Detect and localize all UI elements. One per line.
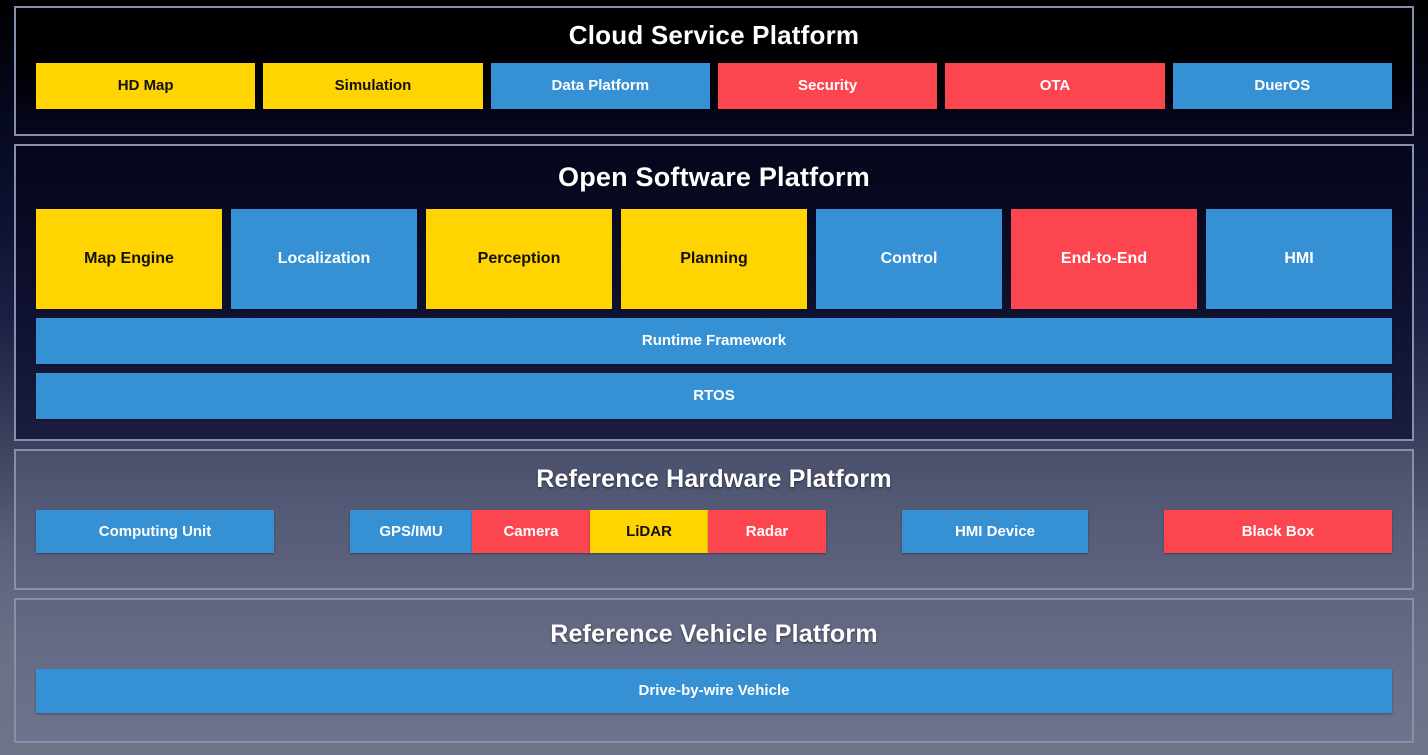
block-hmi-device[interactable]: HMI Device [902, 510, 1088, 553]
cloud-block-row: HD Map Simulation Data Platform Security… [16, 63, 1412, 109]
layer-title-open-software-platform: Open Software Platform [558, 162, 870, 192]
layer-reference-hardware-platform: Reference Hardware Platform Computing Un… [14, 449, 1414, 590]
block-hd-map[interactable]: HD Map [36, 63, 256, 109]
block-lidar[interactable]: LiDAR [590, 510, 708, 553]
layer-title-cloud-service-platform: Cloud Service Platform [568, 20, 860, 50]
bar-runtime-framework[interactable]: Runtime Framework [36, 318, 1392, 364]
block-security[interactable]: Security [717, 63, 938, 109]
layer-reference-vehicle-platform: Reference Vehicle Platform Drive-by-wire… [14, 598, 1414, 743]
block-ota[interactable]: OTA [945, 63, 1165, 109]
layer-title-reference-hardware-platform: Reference Hardware Platform [536, 465, 892, 493]
block-planning[interactable]: Planning [621, 209, 807, 309]
layer-open-software-platform: Open Software Platform Map Engine Locali… [14, 144, 1414, 441]
block-computing-unit[interactable]: Computing Unit [36, 510, 274, 553]
block-map-engine[interactable]: Map Engine [36, 209, 222, 309]
hardware-block-row: Computing Unit GPS/IMU Camera LiDAR Rada… [16, 510, 1412, 553]
block-gps-imu[interactable]: GPS/IMU [350, 510, 472, 553]
block-black-box[interactable]: Black Box [1164, 510, 1392, 553]
software-module-row: Map Engine Localization Perception Plann… [16, 209, 1412, 309]
block-radar[interactable]: Radar [708, 510, 826, 553]
block-camera[interactable]: Camera [472, 510, 590, 553]
block-data-platform[interactable]: Data Platform [490, 63, 710, 109]
layer-cloud-service-platform: Cloud Service Platform HD Map Simulation… [14, 6, 1414, 136]
block-localization[interactable]: Localization [231, 209, 417, 309]
layer-title-reference-vehicle-platform: Reference Vehicle Platform [550, 620, 878, 648]
block-end-to-end[interactable]: End-to-End [1011, 209, 1197, 309]
block-simulation[interactable]: Simulation [263, 63, 483, 109]
block-control[interactable]: Control [816, 209, 1002, 309]
block-dueros[interactable]: DuerOS [1172, 63, 1392, 109]
sensor-suite-group: GPS/IMU Camera LiDAR Radar [350, 510, 826, 553]
bar-rtos[interactable]: RTOS [36, 373, 1392, 419]
block-perception[interactable]: Perception [426, 209, 612, 309]
bar-drive-by-wire-vehicle[interactable]: Drive-by-wire Vehicle [36, 669, 1392, 713]
block-hmi[interactable]: HMI [1206, 209, 1392, 309]
